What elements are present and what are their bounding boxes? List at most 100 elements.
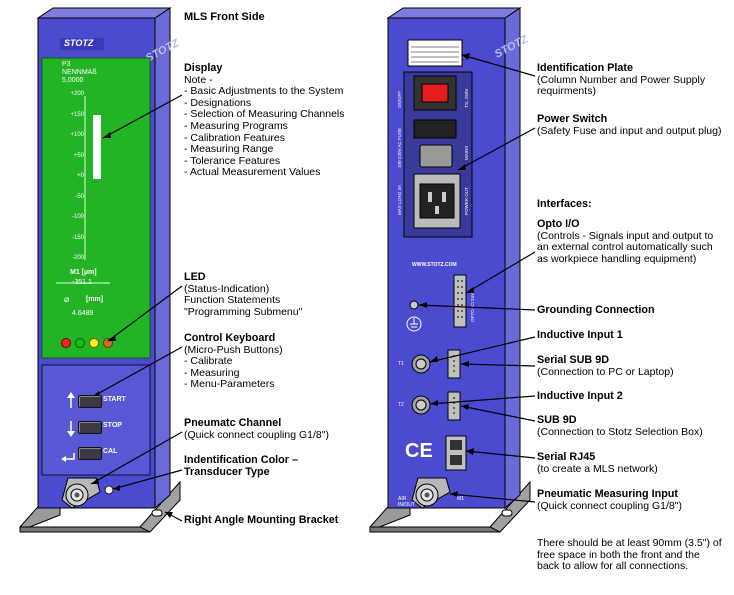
callout-title: Display (184, 62, 223, 74)
callout-line: - Measuring (184, 366, 240, 379)
back-website: WWW.STOTZ.COM (412, 262, 457, 268)
callout-title: Interfaces: (537, 198, 592, 210)
callout-line: (Micro-Push Buttons) (184, 343, 283, 356)
callout-opto-io: Opto I/O (Controls - Signals input and o… (537, 218, 714, 265)
callout-line: (Connection to PC or Laptop) (537, 365, 674, 378)
callout-line: - Calibrate (184, 355, 233, 368)
svg-text:MAINS: MAINS (464, 146, 469, 160)
callout-title: Right Angle Mounting Bracket (184, 514, 339, 526)
callout-line: - Measuring Range (184, 143, 274, 156)
display-bargraph (93, 115, 101, 179)
callout-identification-plate: Identification Plate (Column Number and … (537, 62, 705, 98)
callout-line: - Tolerance Features (184, 154, 281, 167)
callout-identification-color: Indentification Color – Transducer Type (184, 454, 298, 478)
display-diam-unit: [mm] (86, 296, 104, 303)
callout-pneumatic-measuring-input: Pneumatic Measuring Input (Quick connect… (537, 488, 682, 512)
callout-line: - Measuring Programs (184, 119, 288, 132)
stop-key-label: STOP (103, 422, 122, 429)
scale-tick: -100 (71, 214, 84, 220)
svg-text:POWER OUT: POWER OUT (464, 187, 469, 215)
sub9d (447, 391, 461, 421)
display-line1: P3 (62, 61, 71, 68)
callout-line: Function Statements (184, 294, 281, 307)
scale-tick: -200 (71, 255, 84, 261)
callout-line: - Selection of Measuring Channels (184, 108, 345, 121)
svg-text:T1L 250V: T1L 250V (464, 89, 469, 108)
callout-line: (Status-Indication) (184, 282, 270, 295)
callout-title: Opto I/O (537, 218, 580, 230)
callout-title: Grounding Connection (537, 304, 655, 316)
callout-title: Serial RJ45 (537, 451, 596, 463)
note-line: There should be at least 90mm (3.5") of (537, 537, 722, 549)
scale-tick: +200 (70, 91, 84, 97)
led-red (61, 338, 71, 348)
callout-led: LED (Status-Indication) Function Stateme… (184, 271, 303, 318)
callout-line: - Calibration Features (184, 131, 285, 144)
callout-line: "Programming Submenu" (184, 305, 303, 318)
callout-mounting-bracket: Right Angle Mounting Bracket (184, 514, 339, 527)
callout-line: an external control automatically such (537, 241, 713, 254)
opto-io-connector (453, 274, 467, 328)
callout-interfaces: Interfaces: (537, 198, 592, 211)
callout-grounding: Grounding Connection (537, 304, 655, 317)
callout-display: Display Note - - Basic Adjustments to th… (184, 62, 345, 179)
callout-title: Serial SUB 9D (537, 354, 610, 366)
callout-line: - Menu-Parameters (184, 378, 275, 391)
back-pneumatic-connector (411, 477, 451, 509)
front-brand-logo: STOTZ (64, 38, 94, 48)
diameter-icon: ⌀ (64, 294, 70, 304)
scale-tick: +100 (70, 132, 84, 138)
front-pneumatic-connector (61, 477, 101, 509)
display-line3: 5,0000 (62, 77, 84, 84)
callout-line: (Connection to Stotz Selection Box) (537, 425, 703, 438)
callout-inductive-input-1: Inductive Input 1 (537, 329, 623, 342)
callout-serial-sub9d: Serial SUB 9D (Connection to PC or Lapto… (537, 354, 674, 378)
mp-label: M1 (457, 496, 464, 502)
callout-title: SUB 9D (537, 414, 577, 426)
callout-title: Inductive Input 1 (537, 329, 623, 341)
display-diam-value: 4.6489 (72, 310, 94, 317)
serial-sub9d (447, 349, 461, 379)
svg-text:FUSE: FUSE (397, 128, 402, 140)
front-display (41, 57, 151, 359)
start-key-label: START (103, 396, 126, 403)
clearance-note: There should be at least 90mm (3.5") of … (537, 537, 722, 573)
callout-line: requirments) (537, 85, 596, 98)
note-line: free space in both the front and the (537, 548, 700, 561)
callout-power-switch: Power Switch (Safety Fuse and input and … (537, 113, 722, 137)
scale-tick: +150 (70, 111, 84, 118)
scale-tick: +0 (77, 173, 84, 179)
callout-title: Pneumatic Measuring Input (537, 488, 678, 500)
callout-title: Identification Plate (537, 62, 633, 74)
fuse-holder (413, 119, 457, 139)
ground-icon (406, 316, 422, 332)
display-line2: NENNMAß (62, 69, 97, 76)
svg-text:MAX LOAD 3A: MAX LOAD 3A (397, 185, 402, 215)
air-label: AIR IN/OUT (398, 496, 415, 508)
start-key[interactable] (78, 395, 102, 408)
callout-sub9d: SUB 9D (Connection to Stotz Selection Bo… (537, 414, 703, 438)
transducer-color-dot (104, 485, 114, 495)
callout-inductive-input-2: Inductive Input 2 (537, 390, 623, 403)
callout-line: (Controls - Signals input and output to (537, 229, 714, 242)
note-line: back to allow for all connections. (537, 560, 689, 573)
svg-text:ON/OFF: ON/OFF (397, 91, 402, 108)
callout-line: - Basic Adjustments to the System (184, 85, 344, 98)
callout-line: (to create a MLS network) (537, 462, 658, 475)
callout-title: Power Switch (537, 113, 608, 125)
callout-title: Inductive Input 2 (537, 390, 623, 402)
display-m1-value: -351.1 (72, 279, 92, 286)
front-heading: MLS Front Side (184, 11, 265, 23)
callout-line: (Safety Fuse and input and output plug) (537, 124, 722, 137)
callout-line: (Quick connect coupling G1/8") (537, 499, 682, 512)
stop-key[interactable] (78, 421, 102, 434)
ce-mark: CE (405, 440, 433, 462)
callout-title: Indentification Color – (184, 454, 298, 466)
callout-title: Pneumatc Channel (184, 417, 282, 429)
t2-label: T2 (398, 402, 404, 408)
led-yellow (89, 338, 99, 348)
cal-key[interactable] (78, 447, 102, 460)
led-green (75, 338, 85, 348)
callout-line: Note - (184, 73, 213, 86)
